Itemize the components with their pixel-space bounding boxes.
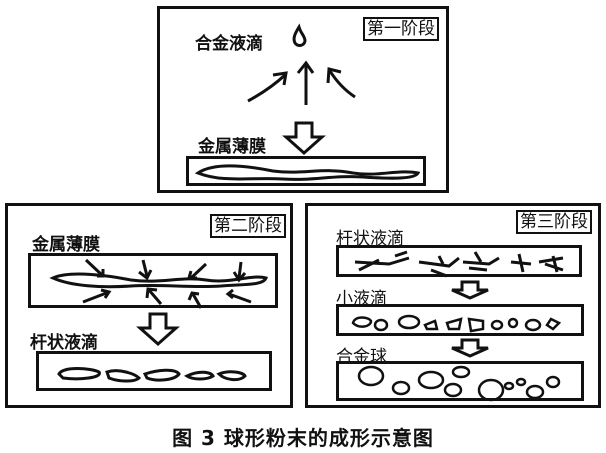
breaking-film-shape xyxy=(49,258,268,309)
down-arrow-icon xyxy=(136,312,180,347)
stage1-panel: 第一阶段 合金液滴 金属薄膜 xyxy=(157,6,449,193)
stage2-film-box xyxy=(28,253,278,309)
stage3-rod-label: 杆状液滴 xyxy=(336,229,404,249)
rising-arrows-icon xyxy=(247,60,356,105)
breaking-rods-shape xyxy=(354,250,564,278)
stage3-ball-box xyxy=(336,361,584,402)
down-arrow-icon xyxy=(451,338,489,358)
stage1-film-label: 金属薄膜 xyxy=(198,137,266,157)
stage2-film-label: 金属薄膜 xyxy=(32,235,100,255)
down-arrow-icon xyxy=(451,280,489,300)
stage2-panel: 第二阶段 金属薄膜 杆状液滴 xyxy=(5,203,293,408)
stage3-rod-box xyxy=(336,245,582,278)
stage2-rod-label: 杆状液滴 xyxy=(30,333,98,353)
stage3-small-box xyxy=(336,304,584,336)
stage3-panel: 第三阶段 杆状液滴 小液滴 xyxy=(305,203,601,408)
stage1-tag: 第一阶段 xyxy=(363,17,439,41)
stage2-tag: 第二阶段 xyxy=(210,214,286,238)
stage1-droplet-label: 合金液滴 xyxy=(195,34,263,54)
metal-film-shape xyxy=(194,164,421,181)
stage1-film-box xyxy=(186,156,426,186)
stage3-tag: 第三阶段 xyxy=(516,210,592,234)
alloy-balls-shape xyxy=(357,365,561,402)
stage2-rod-box xyxy=(36,351,272,391)
droplet-icon xyxy=(292,23,307,47)
rod-droplets-shape xyxy=(57,367,247,383)
figure-caption: 图 3 球形粉末的成形示意图 xyxy=(172,426,434,450)
down-arrow-icon xyxy=(282,121,326,156)
small-droplets-shape xyxy=(351,314,562,333)
